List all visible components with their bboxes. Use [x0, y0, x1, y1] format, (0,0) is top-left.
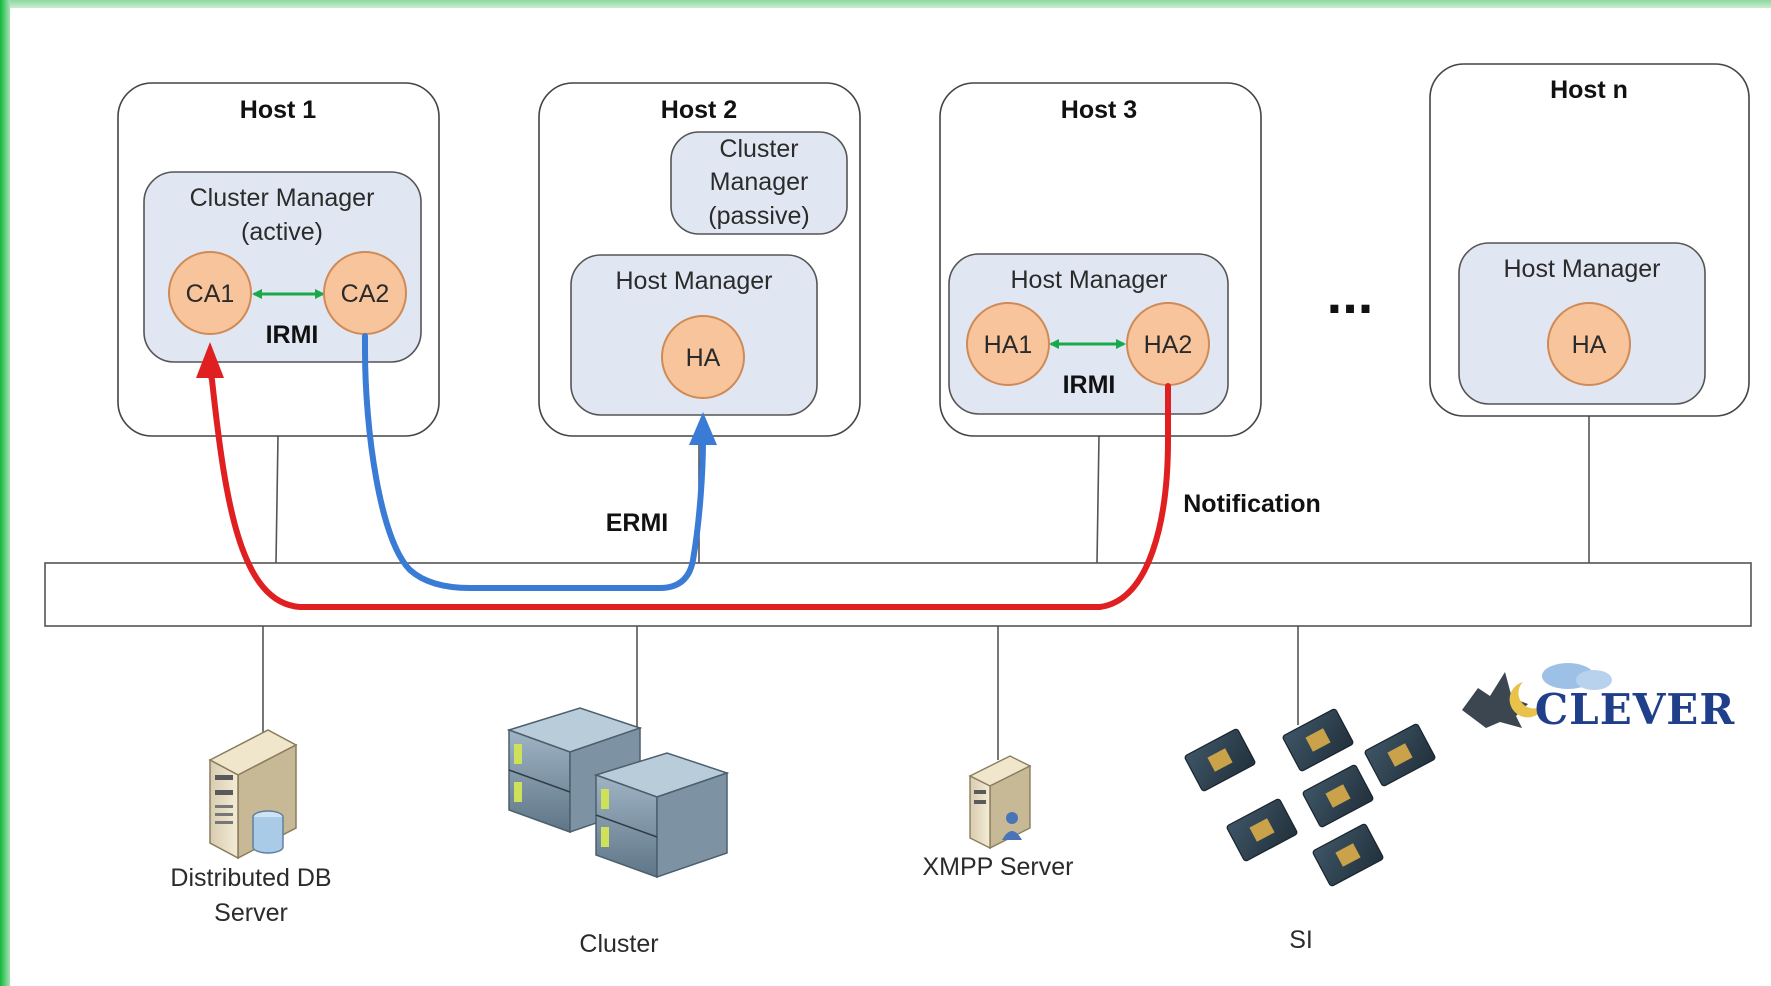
host1-connector: [275, 435, 279, 564]
db-server-icon: [208, 729, 298, 860]
notification-arrowhead: [196, 342, 224, 378]
si-boards-icon: [1184, 708, 1436, 887]
host-1-title: Host 1: [240, 96, 317, 124]
frame-top-border: [0, 0, 1771, 8]
cluster-manager-passive-line2: Manager: [710, 168, 809, 196]
host-2-title: Host 2: [661, 96, 737, 124]
more-hosts-ellipsis: ...: [1327, 262, 1374, 325]
node-ca1-label: CA1: [186, 280, 235, 308]
irmi-label-host3: IRMI: [1063, 371, 1116, 399]
node-ha-host2-label: HA: [686, 344, 721, 372]
host-2: Host 2 Cluster Manager (passive) Host Ma…: [538, 82, 861, 437]
cluster-manager-passive-line3: (passive): [708, 202, 809, 230]
host-3-title: Host 3: [1061, 96, 1137, 124]
irmi-label-host1: IRMI: [266, 321, 319, 349]
clever-logo-text: CLEVER: [1535, 685, 1736, 734]
cluster-manager-passive: [670, 131, 848, 235]
frame-left-border: [0, 0, 10, 986]
host-manager-host3-label: Host Manager: [1010, 266, 1167, 294]
node-ha1: [966, 302, 1050, 386]
node-ha1-label: HA1: [984, 331, 1033, 359]
ermi-label: ERMI: [606, 509, 669, 537]
db-server-label-line2: Server: [214, 899, 288, 927]
notification-label: Notification: [1183, 490, 1321, 518]
host3-connector: [1096, 435, 1100, 564]
node-ha-hostn-label: HA: [1572, 331, 1607, 359]
wolf-icon: [1462, 663, 1612, 728]
node-ca1: [168, 251, 252, 335]
host-manager-hostn-label: Host Manager: [1503, 255, 1660, 283]
db-server-label-line1: Distributed DB: [170, 864, 331, 892]
node-ha2-label: HA2: [1144, 331, 1193, 359]
node-ha-host2: [661, 315, 745, 399]
ermi-flow: [362, 333, 706, 591]
ermi-arrowhead: [689, 412, 717, 445]
clever-logo: CLEVER: [1462, 663, 1736, 734]
xmpp-server-icon: [968, 755, 1032, 850]
host-n-title: Host n: [1550, 76, 1628, 104]
network-bus: [44, 562, 1752, 627]
notification-flow: [207, 369, 1171, 610]
cluster-manager-passive-line1: Cluster: [719, 135, 798, 163]
cluster-manager-state: (active): [241, 218, 323, 246]
host-1: Host 1 Cluster Manager (active) CA1 CA2 …: [117, 82, 440, 437]
xmpp-server-label: XMPP Server: [923, 853, 1074, 881]
host-manager-host2-label: Host Manager: [615, 267, 772, 295]
cluster-manager-label: Cluster Manager: [190, 184, 375, 212]
host-3: Host 3 Host Manager HA1 HA2 IRMI: [939, 82, 1262, 437]
cluster-icon: [506, 707, 730, 879]
node-ha-hostn: [1547, 302, 1631, 386]
cluster-label: Cluster: [579, 930, 658, 958]
host-n: Host n Host Manager HA: [1429, 63, 1750, 417]
node-ca2-label: CA2: [341, 280, 390, 308]
si-label: SI: [1289, 926, 1313, 954]
